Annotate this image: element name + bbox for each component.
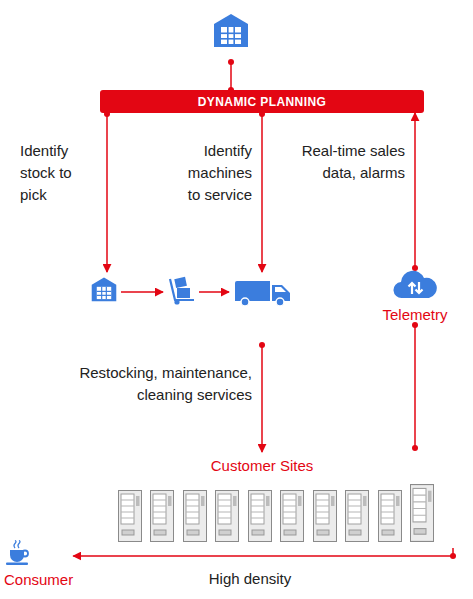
drawing-part	[409, 282, 423, 294]
drawing-part	[235, 281, 270, 301]
connector-dot	[412, 445, 418, 451]
coffee-cup-icon	[4, 540, 34, 566]
drawing-part	[184, 491, 207, 542]
planning-bar: DYNAMIC PLANNING	[100, 90, 424, 113]
vending-machines	[119, 485, 434, 542]
drawing-part	[177, 288, 190, 298]
drawing-part	[216, 491, 239, 542]
drawing-part	[379, 491, 402, 542]
drawing-part	[314, 491, 337, 542]
edge-label: High density	[209, 568, 292, 590]
node-text: Telemetry	[382, 305, 447, 325]
arrow-line	[199, 291, 229, 293]
annotation-text: Restocking, maintenance, cleaning servic…	[37, 362, 252, 406]
drawing-part	[170, 279, 194, 300]
drawing-part	[281, 491, 304, 542]
cloud-icon	[392, 268, 438, 302]
drawing-part	[411, 485, 434, 542]
trolley-icon	[170, 277, 194, 305]
annotation-text: Identify stock to pick	[20, 140, 72, 206]
connector-arrow	[414, 113, 416, 268]
drawing-part	[393, 271, 436, 298]
drawing-part	[119, 491, 142, 542]
warehouse-icon	[92, 277, 117, 301]
drawing-part	[174, 277, 187, 288]
connector-arrow	[414, 325, 416, 448]
drawing-part	[6, 563, 28, 566]
connector-line	[230, 62, 232, 90]
drawing-part	[174, 299, 179, 304]
arrow-line	[261, 345, 263, 452]
node-text: DYNAMIC PLANNING	[198, 95, 326, 109]
drawing-part	[22, 551, 28, 557]
arrow-line	[121, 291, 163, 293]
telemetry-node: Telemetry	[382, 268, 447, 325]
node-text: Customer Sites	[211, 456, 314, 476]
node-text: Consumer	[4, 570, 73, 590]
van-icon	[235, 281, 290, 306]
connector-dot	[450, 553, 456, 559]
customer-sites: Customer Sites	[112, 448, 458, 548]
drawing-part	[275, 287, 286, 292]
drawing-part	[14, 541, 20, 549]
drawing-part	[151, 491, 174, 542]
drawing-part	[346, 491, 369, 542]
connector-arrow	[73, 548, 453, 556]
arrow-line	[106, 114, 108, 272]
drawing-part	[249, 491, 272, 542]
drawing-part	[276, 298, 284, 306]
arrow-line	[261, 114, 263, 272]
drawing-part	[241, 298, 249, 306]
connector-dot	[412, 265, 418, 271]
edge-label: Real-time sales data, alarms	[280, 140, 405, 184]
consumer-node: Consumer	[4, 540, 73, 590]
warehouse-icon	[214, 14, 248, 47]
annotation-text: Identify machines to service	[176, 140, 252, 206]
